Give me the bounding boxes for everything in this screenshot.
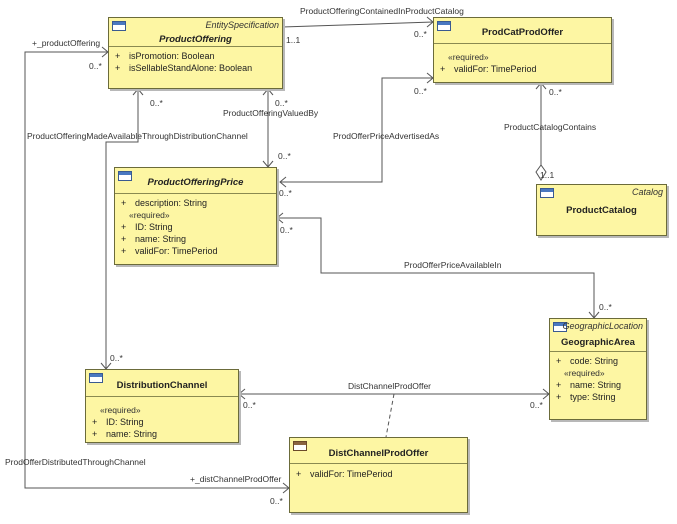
class-name: ProductCatalog xyxy=(566,205,637,216)
class-product-offering[interactable]: EntitySpecification ProductOffering +isP… xyxy=(108,17,283,89)
multiplicity: 0..* xyxy=(110,353,123,363)
role-product-offering: +_productOffering xyxy=(32,38,101,48)
attribute-row: +name: String xyxy=(92,429,158,439)
attribute-row: +isPromotion: Boolean xyxy=(115,51,215,61)
attribute-row: +type: String xyxy=(556,392,616,402)
multiplicity: 0..* xyxy=(599,302,612,312)
multiplicity: 0..* xyxy=(279,188,292,198)
label-made-available: ProductOfferingMadeAvailableThroughDistr… xyxy=(27,131,248,141)
line-distributed-through xyxy=(24,51,289,489)
required-stereotype: «required» xyxy=(129,210,170,220)
multiplicity: 0..* xyxy=(280,225,293,235)
aggregation-diamond xyxy=(535,164,547,181)
class-dist-channel-prod-offer[interactable]: DistChannelProdOffer +validFor: TimePeri… xyxy=(289,437,468,513)
multiplicity: 0..* xyxy=(270,496,283,506)
class-prod-cat-prod-offer[interactable]: ProdCatProdOffer «required» +validFor: T… xyxy=(433,17,612,83)
attribute-row: +isSellableStandAlone: Boolean xyxy=(115,63,253,73)
class-geographic-area[interactable]: GeographicLocation GeographicArea +code:… xyxy=(549,318,647,420)
line-contained-in-catalog xyxy=(281,21,434,28)
required-stereotype: «required» xyxy=(100,405,141,415)
label-dist-channel-prod-offer: DistChannelProdOffer xyxy=(348,381,431,391)
multiplicity: 0..* xyxy=(530,400,543,410)
required-stereotype: «required» xyxy=(564,368,605,378)
class-icon xyxy=(553,322,567,332)
class-distribution-channel[interactable]: DistributionChannel «required» +ID: Stri… xyxy=(85,369,239,443)
multiplicity: 1..1 xyxy=(540,170,555,180)
label-contained-in-catalog: ProductOfferingContainedInProductCatalog xyxy=(300,6,464,16)
class-name: ProdCatProdOffer xyxy=(481,27,564,38)
multiplicity: 0..* xyxy=(414,86,427,96)
attribute-row: +validFor: TimePeriod xyxy=(296,469,393,479)
line-advertised-as xyxy=(280,77,433,183)
multiplicity: 0..* xyxy=(278,151,291,161)
class-icon xyxy=(293,441,307,451)
class-product-catalog[interactable]: Catalog ProductCatalog xyxy=(536,184,667,236)
stereotype-label: Catalog xyxy=(631,187,663,197)
attribute-row: +description: String xyxy=(121,198,208,208)
class-name: DistributionChannel xyxy=(116,380,208,391)
class-name: GeographicArea xyxy=(561,337,635,348)
multiplicity: 1..1 xyxy=(286,35,301,45)
multiplicity: 0..* xyxy=(414,29,427,39)
class-product-offering-price[interactable]: ProductOfferingPrice +description: Strin… xyxy=(114,167,277,265)
label-distributed-through: ProdOfferDistributedThroughChannel xyxy=(5,457,146,467)
role-dist-channel-prod-offer: +_distChannelProdOffer xyxy=(190,474,282,484)
attribute-row: +name: String xyxy=(121,234,187,244)
class-icon xyxy=(540,188,554,198)
multiplicity: 0..* xyxy=(150,98,163,108)
stereotype-label: GeographicLocation xyxy=(562,321,643,331)
line-made-available xyxy=(105,89,139,369)
class-icon xyxy=(112,21,126,31)
class-icon xyxy=(437,21,451,31)
attribute-row: +ID: String xyxy=(92,417,144,427)
multiplicity: 0..* xyxy=(243,400,256,410)
attribute-row: +name: String xyxy=(556,380,622,390)
attribute-row: +validFor: TimePeriod xyxy=(440,64,537,74)
attribute-row: +code: String xyxy=(556,356,619,366)
label-catalog-contains: ProductCatalogContains xyxy=(504,122,597,132)
class-icon xyxy=(118,171,132,181)
attribute-row: +ID: String xyxy=(121,222,173,232)
multiplicity: 0..* xyxy=(275,98,288,108)
label-advertised-as: ProdOfferPriceAdvertisedAs xyxy=(333,131,440,141)
stereotype-label: EntitySpecification xyxy=(205,20,279,30)
label-price-available-in: ProdOfferPriceAvailableIn xyxy=(404,260,502,270)
class-name: ProductOffering xyxy=(159,34,232,45)
multiplicity: 0..* xyxy=(549,87,562,97)
association-class-link xyxy=(385,393,395,438)
multiplicity: 0..* xyxy=(89,61,102,71)
class-icon xyxy=(89,373,103,383)
label-valued-by: ProductOfferingValuedBy xyxy=(223,108,319,118)
required-stereotype: «required» xyxy=(448,52,489,62)
attribute-row: +validFor: TimePeriod xyxy=(121,246,218,256)
class-name: ProductOfferingPrice xyxy=(147,177,244,188)
line-price-available-in xyxy=(277,217,595,318)
class-name: DistChannelProdOffer xyxy=(328,448,429,459)
